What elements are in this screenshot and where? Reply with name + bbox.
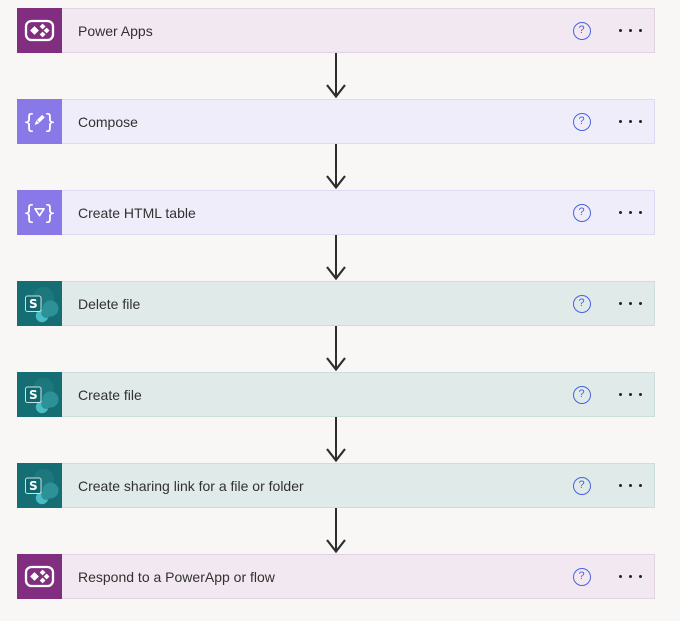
ellipsis-icon	[628, 28, 632, 33]
step-label: Create sharing link for a file or folder	[78, 477, 304, 494]
step-label: Create HTML table	[78, 204, 196, 221]
help-icon[interactable]: ?	[572, 385, 591, 404]
ellipsis-icon	[638, 392, 642, 397]
flow-step[interactable]: Power Apps ?	[17, 8, 655, 53]
svg-text:{: {	[23, 201, 36, 225]
svg-text:}: }	[44, 201, 57, 225]
more-actions-button[interactable]	[617, 116, 645, 128]
ellipsis-icon	[618, 483, 622, 488]
connector-arrow	[17, 326, 655, 372]
ellipsis-icon	[638, 483, 642, 488]
help-icon[interactable]: ?	[572, 203, 591, 222]
step-actions: ?	[572, 21, 655, 40]
ellipsis-icon	[628, 301, 632, 306]
help-icon[interactable]: ?	[572, 567, 591, 586]
flow-step-list: Power Apps ? { } Compose ?	[17, 8, 655, 599]
flow-step[interactable]: S Create file ?	[17, 372, 655, 417]
step-label: Respond to a PowerApp or flow	[78, 568, 275, 585]
sharepoint-icon: S	[17, 281, 62, 326]
svg-text:S: S	[29, 479, 38, 493]
ellipsis-icon	[638, 301, 642, 306]
flow-step[interactable]: S Create sharing link for a file or fold…	[17, 463, 655, 508]
step-actions: ?	[572, 476, 655, 495]
step-actions: ?	[572, 385, 655, 404]
ellipsis-icon	[618, 392, 622, 397]
ellipsis-icon	[628, 574, 632, 579]
connector-arrow	[17, 144, 655, 190]
sharepoint-icon: S	[17, 372, 62, 417]
ellipsis-icon	[618, 28, 622, 33]
ellipsis-icon	[618, 301, 622, 306]
more-actions-button[interactable]	[617, 389, 645, 401]
sharepoint-icon: S	[17, 463, 62, 508]
ellipsis-icon	[628, 483, 632, 488]
help-icon[interactable]: ?	[572, 476, 591, 495]
help-icon[interactable]: ?	[572, 112, 591, 131]
ellipsis-icon	[638, 119, 642, 124]
connector-arrow	[17, 53, 655, 99]
step-actions: ?	[572, 294, 655, 313]
step-label: Power Apps	[78, 22, 153, 39]
powerapps-icon	[17, 8, 62, 53]
ellipsis-icon	[628, 392, 632, 397]
more-actions-button[interactable]	[617, 207, 645, 219]
ellipsis-icon	[628, 119, 632, 124]
create-html-table-icon: { }	[17, 190, 62, 235]
step-actions: ?	[572, 112, 655, 131]
connector-arrow	[17, 235, 655, 281]
svg-text:{: {	[23, 110, 36, 134]
flow-step[interactable]: Respond to a PowerApp or flow ?	[17, 554, 655, 599]
more-actions-button[interactable]	[617, 298, 645, 310]
flow-step[interactable]: { } Compose ?	[17, 99, 655, 144]
connector-arrow	[17, 508, 655, 554]
step-actions: ?	[572, 203, 655, 222]
ellipsis-icon	[638, 210, 642, 215]
flow-step[interactable]: { } Create HTML table ?	[17, 190, 655, 235]
more-actions-button[interactable]	[617, 25, 645, 37]
ellipsis-icon	[618, 210, 622, 215]
svg-text:S: S	[29, 297, 38, 311]
connector-arrow	[17, 417, 655, 463]
svg-text:}: }	[44, 110, 57, 134]
powerapps-icon	[17, 554, 62, 599]
ellipsis-icon	[628, 210, 632, 215]
compose-icon: { }	[17, 99, 62, 144]
help-icon[interactable]: ?	[572, 294, 591, 313]
flow-step[interactable]: S Delete file ?	[17, 281, 655, 326]
more-actions-button[interactable]	[617, 480, 645, 492]
svg-text:S: S	[29, 388, 38, 402]
ellipsis-icon	[638, 574, 642, 579]
step-actions: ?	[572, 567, 655, 586]
step-label: Delete file	[78, 295, 141, 312]
more-actions-button[interactable]	[617, 571, 645, 583]
step-label: Compose	[78, 113, 138, 130]
ellipsis-icon	[618, 574, 622, 579]
ellipsis-icon	[638, 28, 642, 33]
step-label: Create file	[78, 386, 142, 403]
ellipsis-icon	[618, 119, 622, 124]
help-icon[interactable]: ?	[572, 21, 591, 40]
